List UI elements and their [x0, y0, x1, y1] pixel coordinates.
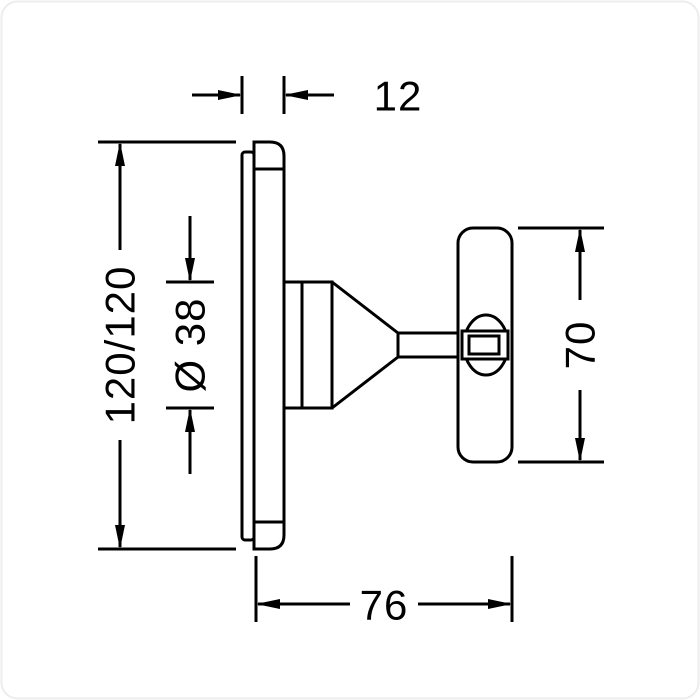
dimension-handle-height: 70 [518, 226, 604, 464]
arrow-up-icon [115, 142, 125, 166]
dimension-label: 76 [360, 582, 409, 629]
handle-slot-window [467, 334, 501, 356]
dimension-label: 12 [374, 73, 423, 120]
mounting-flange [240, 150, 256, 542]
fixture [240, 140, 514, 551]
escutcheon-plate [252, 140, 286, 551]
dimension-plate-size: 120/120 [97, 140, 236, 551]
dimension-projection: 76 [254, 556, 514, 629]
arrow-down-icon [185, 258, 195, 282]
dimension-plate-thickness: 12 [192, 73, 423, 120]
arrow-up-icon [185, 408, 195, 432]
arrow-up-icon [575, 228, 585, 252]
dimension-label: 120/120 [97, 266, 144, 425]
arrow-right-icon [218, 90, 242, 100]
arrow-left-icon [256, 599, 280, 609]
arrow-down-icon [575, 438, 585, 462]
arrow-left-icon [284, 90, 308, 100]
valve-hub [282, 280, 334, 410]
arrow-right-icon [488, 599, 512, 609]
arrow-down-icon [115, 525, 125, 549]
dimension-spindle-diameter: Ø 38 [166, 216, 214, 474]
dimension-label: Ø 38 [167, 297, 214, 392]
cone-taper [330, 280, 400, 410]
dimension-label: 70 [557, 321, 604, 370]
stem [396, 331, 460, 359]
